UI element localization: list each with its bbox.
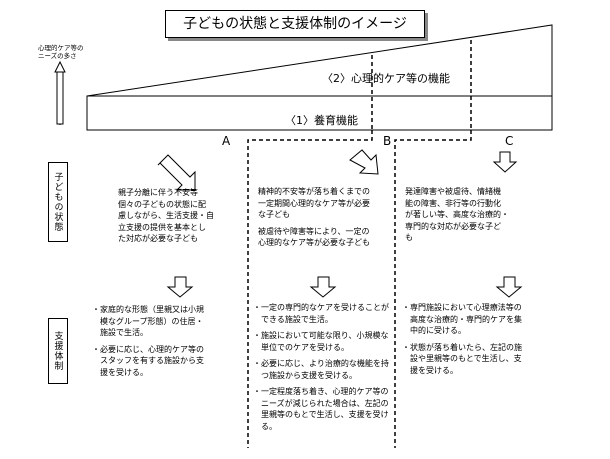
support-block-a: ・家庭的な形態（里親又は小規 模なグループ形態）の住居・ 施設で生活。 ・必要に… (92, 304, 246, 383)
state-text-c: 発達障害や被虐待、情緒機 能の障害、非行等の行動化 が著しい等、高度な治療的・ … (405, 187, 509, 242)
support-text-b-4: ・一定程度落ち着き、心理的ケア等の ニーズが減じられた場合は、左記の 里親等のも… (253, 387, 389, 431)
column-letter-c: C (505, 134, 514, 148)
state-block-b: 精神的不安等が落ち着くまでの 一定期間心理的なケア等が必要 な子ども 被虐待や障… (258, 186, 394, 254)
needs-arrow-body (56, 71, 64, 125)
support-block-b: ・一定の専門的なケアを受けることが できる施設で生活。 ・施設において可能な限り… (253, 302, 395, 437)
needs-axis-label: 心理的ケア等の ニーズの多さ (38, 44, 84, 60)
state-text-a: 親子分離に伴う不安等 個々の子どもの状態に配 慮しながら、生活支援・自 立支援の… (118, 188, 214, 243)
state-text-b-1: 精神的不安等が落ち着くまでの 一定期間心理的なケア等が必要 な子ども (258, 187, 370, 219)
support-text-c-2: ・状態が落ち着いたら、左記の施 設や里親等のもとで生活し、支 援を受ける。 (402, 342, 522, 375)
column-letter-a: A (222, 134, 231, 148)
support-text-c-1: ・専門施設において心理療法等の 高度な治療的・専門的ケアを集 中的に受ける。 (402, 303, 522, 335)
page-title: 子どもの状態と支援体制のイメージ (165, 10, 425, 38)
yoiku-bar (86, 95, 553, 131)
row-label-state: 子どもの状態 (48, 162, 68, 242)
arrow-c-support (495, 276, 523, 298)
row-label-support: 支援体制 (48, 318, 68, 384)
arrow-a-support (166, 276, 194, 298)
arrow-b-state (349, 149, 379, 175)
support-text-b-3: ・必要に応じ、より治療的な機能を持 つ施設から支援を受ける。 (253, 359, 389, 380)
column-letter-b: B (383, 134, 392, 148)
arrow-b-support (309, 276, 337, 298)
arrow-c-state (492, 151, 518, 173)
yoiku-function-label: 〈1〉養育機能 (285, 114, 358, 127)
support-block-c: ・専門施設において心理療法等の 高度な治療的・専門的ケアを集 中的に受ける。 ・… (402, 302, 552, 381)
state-text-b-2: 被虐待や障害等により、一定の 心理的なケア等が必要な子ども (258, 226, 370, 248)
support-text-b-2: ・施設において可能な限り、小規模な 単位でのケアを受ける。 (253, 331, 389, 352)
divider-bc (394, 130, 472, 448)
needs-arrow-head (54, 60, 66, 73)
support-text-b-1: ・一定の専門的なケアを受けることが できる施設で生活。 (253, 303, 389, 324)
arrow-a-state (157, 154, 196, 191)
support-text-a-1: ・家庭的な形態（里親又は小規 模なグループ形態）の住居・ 施設で生活。 (92, 305, 204, 337)
support-text-a-2: ・必要に応じ、心理的ケア等の スタッフを有する施設から支 援を受ける。 (92, 344, 204, 377)
care-function-label: 〈2〉心理的ケア等の機能 (322, 72, 450, 85)
divider-ab (247, 130, 373, 448)
